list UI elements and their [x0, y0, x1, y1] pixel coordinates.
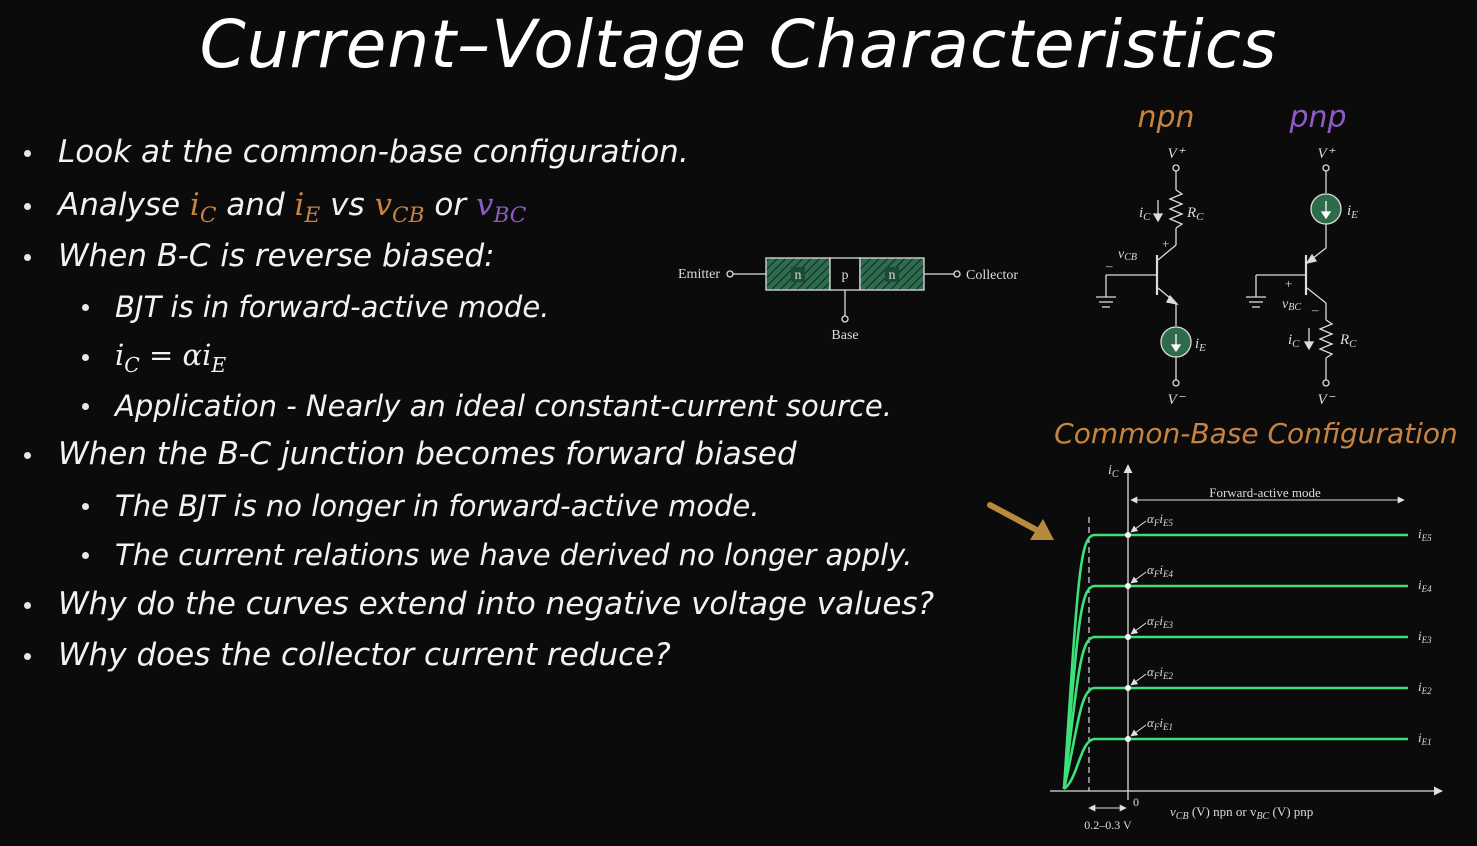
ic-symbol: iC [189, 187, 217, 229]
pnp-label: pnp [1288, 100, 1346, 135]
npn-ie-label: iE [1195, 336, 1206, 354]
n-label-2: n [889, 268, 896, 283]
axis-intercept-4 [1125, 583, 1131, 589]
ic-curve-3 [1062, 635, 1408, 790]
forward-active-label: Forward-active mode [1209, 485, 1321, 500]
bullet-3a: BJT is in forward-active mode. [115, 290, 550, 324]
bullet-4b: The current relations we have derived no… [115, 538, 913, 572]
bullet-dot [82, 503, 89, 510]
ic-curve-4 [1062, 584, 1408, 790]
pnp-rc-resistor [1318, 319, 1334, 359]
alpha-label-5: αFiE5 [1147, 511, 1173, 528]
ic-curve-5 [1062, 533, 1408, 790]
bullet-dot [24, 254, 31, 261]
axis-intercept-2 [1125, 685, 1131, 691]
bullet-5: Why do the curves extend into negative v… [58, 586, 935, 622]
junction-diagram: Emitter n p n Collector Base [678, 257, 1018, 343]
alpha-label-3: αFiE3 [1147, 613, 1173, 630]
ic-curve-1 [1063, 737, 1408, 791]
base-terminal [841, 315, 849, 323]
n-label-1: n [795, 268, 802, 283]
curve-end-label-4: iE4 [1418, 577, 1432, 594]
range-label: 0.2–0.3 V [1084, 818, 1132, 832]
bullet-dot [24, 602, 31, 609]
page-title: Current–Voltage Characteristics [199, 6, 1278, 83]
base-label: Base [831, 328, 858, 343]
npn-ic-label: iC [1139, 205, 1151, 223]
alpha-label-4: αFiE4 [1147, 562, 1173, 579]
bullet-3c: Application - Nearly an ideal constant-c… [115, 389, 892, 423]
axis-intercept-5 [1125, 532, 1131, 538]
npn-rc-resistor [1168, 189, 1184, 229]
pnp-vbc-label: vBC [1282, 297, 1301, 313]
npn-label: npn [1137, 100, 1194, 135]
npn-circuit: npn V⁺ V⁻ iC RC + vCB – iE [1096, 100, 1206, 408]
pnp-ie-label: iE [1347, 203, 1358, 221]
npn-rc-label: RC [1186, 205, 1204, 223]
y-axis-label: iC [1108, 463, 1119, 480]
pnp-plus: + [1285, 276, 1292, 291]
curve-end-label-3: iE3 [1418, 628, 1432, 645]
x-axis-label: vCB (V) npn or vBC (V) pnp [1170, 804, 1313, 822]
bullet-dot [82, 354, 89, 361]
npn-vcb-label: vCB [1118, 247, 1137, 263]
curve-end-label-2: iE2 [1418, 679, 1432, 696]
emitter-label: Emitter [678, 267, 720, 282]
bullet-dot [24, 452, 31, 459]
bullet-dot [24, 150, 31, 157]
p-label: p [842, 268, 849, 283]
npn-plus: + [1162, 236, 1169, 251]
emitter-terminal [726, 270, 734, 278]
bullet-3: When B-C is reverse biased: [58, 238, 495, 274]
curve-end-label-5: iE5 [1418, 526, 1432, 543]
pnp-ic-label: iC [1288, 332, 1300, 350]
pnp-vminus: V⁻ [1317, 392, 1335, 408]
curve-end-label-1: iE1 [1418, 730, 1432, 747]
vcb-symbol: vCB [374, 187, 425, 229]
bullet-6: Why does the collector current reduce? [58, 637, 671, 673]
bullet-dot [82, 552, 89, 559]
pnp-circuit: pnp V⁺ iE V⁻ + vBC – iC RC [1246, 100, 1358, 408]
pnp-minus: – [1311, 302, 1319, 317]
alpha-leader-4 [1130, 571, 1147, 584]
alpha-label-1: αFiE1 [1147, 715, 1173, 732]
collector-terminal [953, 270, 961, 278]
bullet-dot [82, 403, 89, 410]
npn-vplus: V⁺ [1167, 146, 1185, 162]
bullet-dot [24, 203, 31, 210]
bullet-2: Analyse iC and iE vs vCB or vBC [58, 187, 527, 229]
vbc-symbol: vBC [475, 187, 527, 229]
alpha-leader-1 [1130, 724, 1147, 737]
bullet-4: When the B-C junction becomes forward bi… [58, 436, 797, 472]
ic-curve-2 [1062, 686, 1408, 790]
collector-label: Collector [966, 268, 1018, 283]
axis-intercept-3 [1125, 634, 1131, 640]
characteristics-chart: iC Forward-active mode 0 0.2–0.3 V vCB (… [987, 463, 1443, 832]
bullet-dot [24, 653, 31, 660]
alpha-leader-2 [1130, 673, 1147, 686]
alpha-leader-3 [1130, 622, 1147, 635]
npn-vminus: V⁻ [1167, 392, 1185, 408]
bullet-3b: iC = αiE [115, 338, 227, 377]
pointer-arrow-head [1030, 519, 1054, 540]
alpha-label-2: αFiE2 [1147, 664, 1173, 681]
pnp-vplus: V⁺ [1317, 146, 1335, 162]
npn-minus: – [1105, 258, 1113, 273]
bullet-dot [82, 304, 89, 311]
bullet-4a: The BJT is no longer in forward-active m… [115, 489, 760, 523]
circuit-caption: Common-Base Configuration [1054, 417, 1458, 450]
curve-group: αFiE5 iE5 αFiE4 iE4 αFiE3 iE3 αFiE2 iE2 αFiE1 iE1 [1062, 511, 1432, 791]
origin-label: 0 [1133, 795, 1139, 809]
bullet-1: Look at the common-base configuration. [58, 134, 689, 170]
ie-symbol: iE [294, 187, 321, 229]
axis-intercept-1 [1125, 736, 1131, 742]
alpha-leader-5 [1130, 520, 1147, 533]
pnp-rc-label: RC [1339, 332, 1357, 350]
